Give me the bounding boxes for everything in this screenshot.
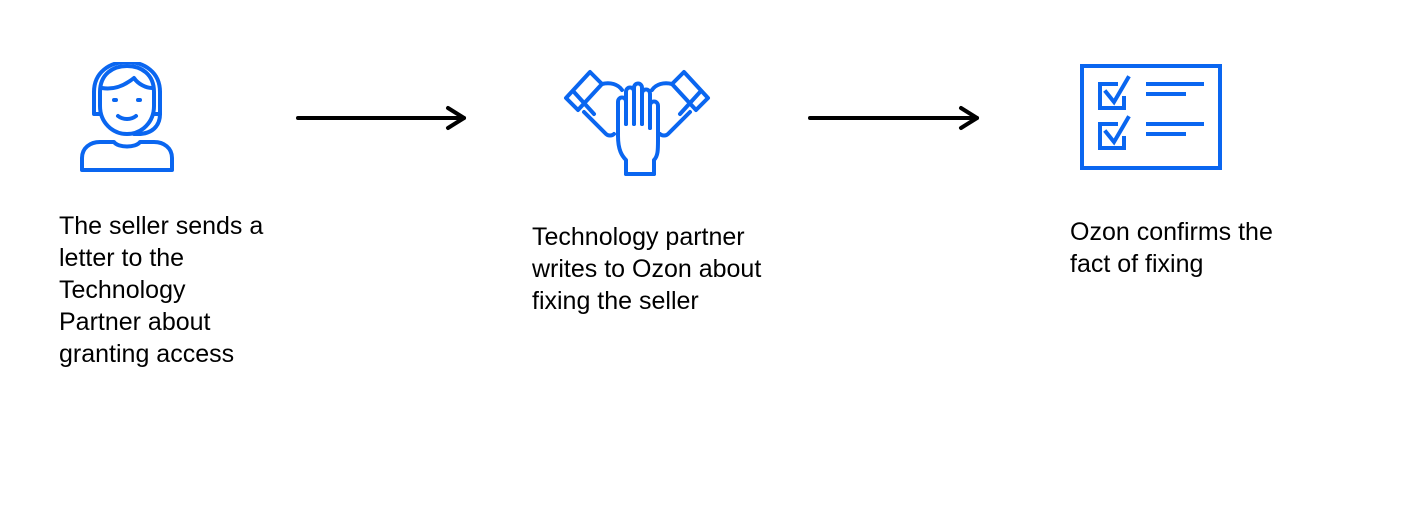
checklist-icon — [1076, 62, 1224, 172]
arrow-right-icon — [296, 105, 470, 131]
joined-hands-icon — [562, 62, 712, 182]
arrow-right-icon — [808, 105, 983, 131]
step-partner-text: Technology partner writes to Ozon about … — [532, 223, 762, 315]
step-ozon-text: Ozon confirms the fact of fixing — [1070, 218, 1273, 278]
step-seller-text: The seller sends a letter to the Technol… — [59, 212, 264, 368]
person-with-headset-icon — [78, 62, 176, 174]
